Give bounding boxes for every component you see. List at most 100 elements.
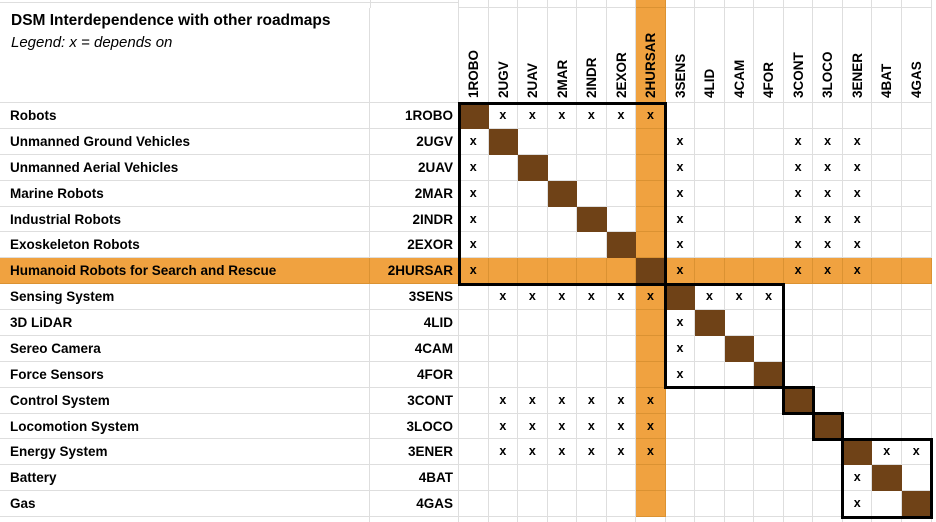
cell-4FOR-2HURSAR[interactable] [636, 361, 666, 388]
cell-2UAV-3SENS[interactable]: x [665, 154, 696, 181]
cell-2UAV-4BAT[interactable] [872, 154, 902, 181]
cell-4BAT-3LOCO[interactable] [813, 465, 843, 492]
cell-2HURSAR-3CONT[interactable]: x [783, 258, 814, 285]
cell-3ENER-4LID[interactable] [695, 439, 725, 466]
col-header-4LID[interactable] [695, 8, 725, 103]
row-code-3CONT[interactable]: 3CONT [370, 387, 459, 414]
cell-4CAM-3SENS[interactable]: x [665, 335, 696, 362]
cell-2INDR-3LOCO[interactable]: x [813, 206, 843, 233]
cell-2UAV-4GAS[interactable] [901, 154, 932, 181]
cell-1ROBO-4LID[interactable] [695, 103, 725, 129]
cell-2INDR-4GAS[interactable] [901, 206, 932, 233]
cell-1ROBO-3ENER[interactable] [842, 103, 873, 129]
cell-2MAR-2INDR[interactable] [577, 180, 607, 207]
cell-2UAV-2EXOR[interactable] [606, 154, 637, 181]
cell-1ROBO-4FOR[interactable] [754, 103, 784, 129]
cell-4BAT-4GAS[interactable] [901, 465, 932, 492]
title-cell[interactable]: DSM Interdependence with other roadmaps … [11, 10, 361, 54]
cell-2HURSAR-4BAT[interactable] [872, 258, 902, 285]
row-label-3CONT[interactable]: Control System [0, 387, 370, 414]
cell-2UGV-2INDR[interactable] [577, 128, 607, 155]
cell-2UAV-3ENER[interactable]: x [842, 154, 873, 181]
row-code-2INDR[interactable]: 2INDR [370, 206, 459, 233]
cell-4FOR-4CAM[interactable] [724, 361, 755, 388]
cell-3CONT-2UGV[interactable]: x [488, 387, 519, 414]
row-code-2MAR[interactable]: 2MAR [370, 180, 459, 207]
cell-4BAT-3SENS[interactable] [665, 465, 696, 492]
cell-4FOR-2INDR[interactable] [577, 361, 607, 388]
cell-2UGV-2HURSAR[interactable] [636, 128, 666, 155]
cell-4CAM-2UAV[interactable] [518, 335, 548, 362]
cell-2UGV-1ROBO[interactable]: x [459, 128, 489, 155]
cell-2MAR-3CONT[interactable]: x [783, 180, 814, 207]
cell-4CAM-3ENER[interactable] [842, 335, 873, 362]
cell-4LID-4CAM[interactable] [724, 310, 755, 336]
cell-4BAT-3ENER[interactable]: x [842, 465, 873, 492]
cell-2INDR-4LID[interactable] [695, 206, 725, 233]
cell-4FOR-4LID[interactable] [695, 361, 725, 388]
cell-4FOR-4GAS[interactable] [901, 361, 932, 388]
cell-3ENER-2EXOR[interactable]: x [606, 439, 637, 466]
cell-4GAS-2INDR[interactable] [577, 491, 607, 517]
cell-4FOR-2EXOR[interactable] [606, 361, 637, 388]
row-code-2HURSAR[interactable]: 2HURSAR [370, 258, 459, 285]
cell-3CONT-4FOR[interactable] [754, 387, 784, 414]
cell-4GAS-4LID[interactable] [695, 491, 725, 517]
cell-2UGV-2EXOR[interactable] [606, 128, 637, 155]
cell-2EXOR-2EXOR[interactable] [606, 232, 637, 259]
cell-2MAR-2MAR[interactable] [547, 180, 578, 207]
cell-4BAT-2UGV[interactable] [488, 465, 519, 492]
cell-4LID-4LID[interactable] [695, 310, 725, 336]
cell-4BAT-4FOR[interactable] [754, 465, 784, 492]
cell-2HURSAR-4CAM[interactable] [724, 258, 755, 285]
cell-1ROBO-2MAR[interactable]: x [547, 103, 578, 129]
cell-4CAM-4BAT[interactable] [872, 335, 902, 362]
col-header-2EXOR[interactable] [606, 8, 637, 103]
cell-3LOCO-4LID[interactable] [695, 413, 725, 440]
cell-2HURSAR-2EXOR[interactable] [606, 258, 637, 285]
cell-4CAM-2MAR[interactable] [547, 335, 578, 362]
cell-3LOCO-2EXOR[interactable]: x [606, 413, 637, 440]
cell-3ENER-2MAR[interactable]: x [547, 439, 578, 466]
cell-4BAT-2HURSAR[interactable] [636, 465, 666, 492]
cell-4GAS-1ROBO[interactable] [459, 491, 489, 517]
row-code-3SENS[interactable]: 3SENS [370, 284, 459, 310]
row-code-1ROBO[interactable]: 1ROBO [370, 103, 459, 129]
cell-3ENER-4CAM[interactable] [724, 439, 755, 466]
cell-2MAR-2UGV[interactable] [488, 180, 519, 207]
cell-4GAS-2HURSAR[interactable] [636, 491, 666, 517]
col-header-2MAR[interactable] [547, 8, 578, 103]
cell-2UGV-4CAM[interactable] [724, 128, 755, 155]
cell-2UGV-4GAS[interactable] [901, 128, 932, 155]
row-code-2UGV[interactable]: 2UGV [370, 128, 459, 155]
cell-3SENS-2UAV[interactable]: x [518, 284, 548, 310]
row-code-3ENER[interactable]: 3ENER [370, 439, 459, 466]
cell-4LID-4BAT[interactable] [872, 310, 902, 336]
cell-2UAV-2UAV[interactable] [518, 154, 548, 181]
row-label-4CAM[interactable]: Sereo Camera [0, 335, 370, 362]
cell-3ENER-4GAS[interactable]: x [901, 439, 932, 466]
cell-1ROBO-4BAT[interactable] [872, 103, 902, 129]
cell-4BAT-1ROBO[interactable] [459, 465, 489, 492]
row-label-4GAS[interactable]: Gas [0, 491, 370, 517]
cell-4BAT-3CONT[interactable] [783, 465, 814, 492]
row-code-4CAM[interactable]: 4CAM [370, 335, 459, 362]
cell-3ENER-2UAV[interactable]: x [518, 439, 548, 466]
cell-4GAS-2MAR[interactable] [547, 491, 578, 517]
cell-2UGV-3CONT[interactable]: x [783, 128, 814, 155]
cell-3SENS-2HURSAR[interactable]: x [636, 284, 666, 310]
cell-2EXOR-4BAT[interactable] [872, 232, 902, 259]
cell-2UAV-4LID[interactable] [695, 154, 725, 181]
cell-2EXOR-1ROBO[interactable]: x [459, 232, 489, 259]
cell-4BAT-2MAR[interactable] [547, 465, 578, 492]
cell-2MAR-4LID[interactable] [695, 180, 725, 207]
col-header-3SENS[interactable] [665, 8, 696, 103]
cell-2HURSAR-3ENER[interactable]: x [842, 258, 873, 285]
cell-3ENER-3SENS[interactable] [665, 439, 696, 466]
cell-3LOCO-3ENER[interactable] [842, 413, 873, 440]
cell-2HURSAR-3SENS[interactable]: x [665, 258, 696, 285]
cell-2MAR-2UAV[interactable] [518, 180, 548, 207]
cell-2INDR-1ROBO[interactable]: x [459, 206, 489, 233]
row-label-2INDR[interactable]: Industrial Robots [0, 206, 370, 233]
cell-1ROBO-2UGV[interactable]: x [488, 103, 519, 129]
